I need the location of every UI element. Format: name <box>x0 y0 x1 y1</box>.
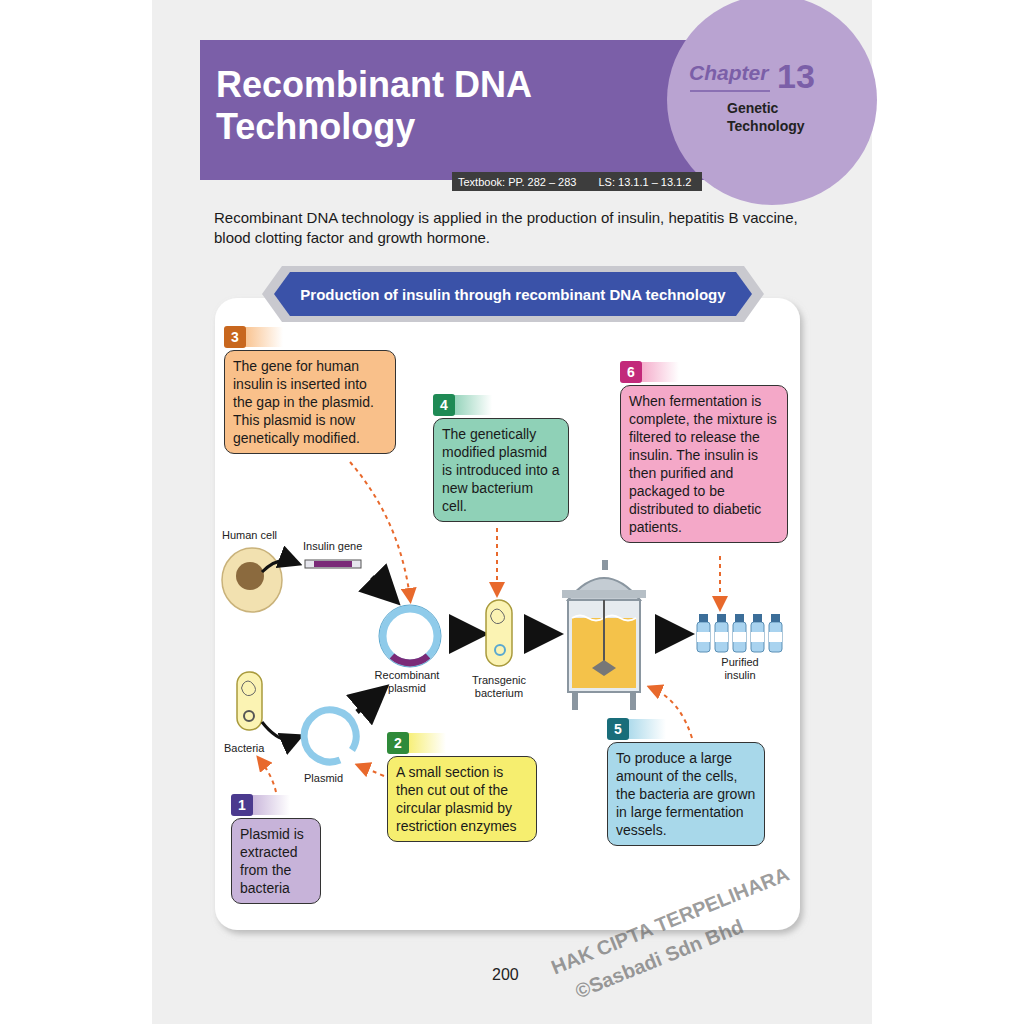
callout-box: 1Plasmid is extracted from the bacteria <box>231 818 321 904</box>
badge-tab <box>626 719 666 739</box>
badge-tab <box>639 362 679 382</box>
reference-strip: Textbook: PP. 282 – 283 LS: 13.1.1 – 13.1… <box>452 172 702 191</box>
badge-tab <box>406 733 446 753</box>
part-label: Bacteria <box>224 742 264 754</box>
page-number: 200 <box>492 966 519 984</box>
callout-number: 1 <box>231 794 253 816</box>
chapter-number: 13 <box>777 57 815 96</box>
callout-text: The genetically modified plasmid is intr… <box>442 425 560 515</box>
banner-text: Production of insulin through recombinan… <box>300 286 725 303</box>
part-label: Recombinant plasmid <box>372 669 442 695</box>
intro-text: Recombinant DNA technology is applied in… <box>214 208 814 248</box>
callout-number: 3 <box>224 326 246 348</box>
part-label: Purified insulin <box>712 656 768 682</box>
callout-box: 4The genetically modified plasmid is int… <box>433 418 569 522</box>
chapter-text: Genetic Technology <box>727 99 817 135</box>
chapter-text: Chapter <box>689 61 768 85</box>
reference-text: LS: 13.1.1 – 13.1.2 <box>598 176 691 188</box>
callout-box: 6When fermentation is complete, the mixt… <box>620 385 788 543</box>
callout-text: The gene for human insulin is inserted i… <box>233 357 387 447</box>
callout-text: A small section is then cut out of the c… <box>396 763 528 835</box>
part-label: Insulin gene <box>303 540 362 552</box>
callout-text: To produce a large amount of the cells, … <box>616 749 756 839</box>
part-label: Transgenic bacterium <box>464 674 534 700</box>
callout-text: Plasmid is extracted from the bacteria <box>240 825 312 897</box>
callout-number: 4 <box>433 394 455 416</box>
part-label: Plasmid <box>304 772 343 784</box>
reference-text: Textbook: PP. 282 – 283 <box>458 176 576 188</box>
callout-text: When fermentation is complete, the mixtu… <box>629 392 779 536</box>
callout-number: 5 <box>607 718 629 740</box>
badge-tab <box>452 395 492 415</box>
badge-tab <box>243 327 283 347</box>
part-label: Human cell <box>222 529 277 541</box>
callout-box: 3The gene for human insulin is inserted … <box>224 350 396 454</box>
badge-tab <box>250 795 290 815</box>
callout-box: 5To produce a large amount of the cells,… <box>607 742 765 846</box>
page-title: Recombinant DNA Technology <box>216 64 686 148</box>
callout-box: 2A small section is then cut out of the … <box>387 756 537 842</box>
callout-number: 2 <box>387 732 409 754</box>
callout-number: 6 <box>620 361 642 383</box>
section-banner: Production of insulin through recombinan… <box>290 272 736 316</box>
